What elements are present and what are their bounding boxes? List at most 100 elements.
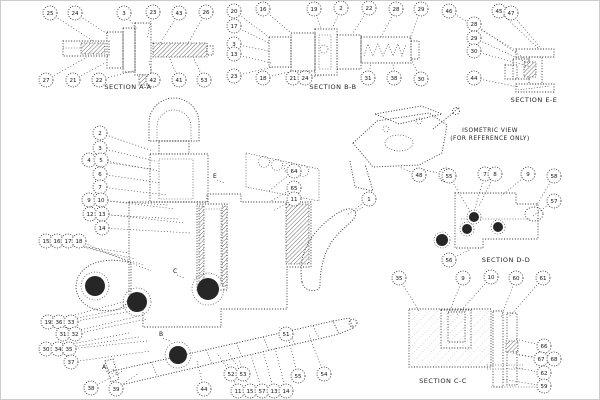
balloon-callout bbox=[466, 70, 482, 86]
balloon-number: 35 bbox=[66, 347, 73, 353]
balloon-number: 9 bbox=[87, 198, 91, 204]
balloon-callout bbox=[316, 366, 332, 382]
part-outline bbox=[158, 158, 194, 200]
balloon-number: 5 bbox=[99, 158, 103, 164]
balloon-callout bbox=[145, 4, 161, 20]
balloon-callout bbox=[196, 381, 212, 397]
part-outline bbox=[492, 310, 504, 388]
part-outline bbox=[515, 48, 555, 58]
part-outline bbox=[156, 109, 192, 141]
balloon-number: 3 bbox=[98, 146, 102, 152]
balloon-callout bbox=[226, 46, 242, 62]
balloon-callout bbox=[520, 166, 536, 182]
balloon-callout bbox=[286, 191, 302, 207]
leader-line bbox=[456, 276, 492, 316]
balloon-callout bbox=[413, 1, 429, 17]
part-outline bbox=[206, 45, 214, 56]
leader-line bbox=[262, 70, 294, 79]
part-outline bbox=[290, 32, 316, 72]
part-outline bbox=[122, 27, 136, 73]
balloon-callout bbox=[483, 269, 499, 285]
part-outline bbox=[104, 358, 120, 383]
balloon-callout bbox=[71, 233, 87, 249]
balloon-callout bbox=[413, 71, 429, 87]
part-edge bbox=[517, 85, 551, 91]
part-outline bbox=[512, 58, 530, 80]
balloon-number: 66 bbox=[541, 344, 548, 350]
balloon-callout bbox=[196, 72, 212, 88]
part-outline bbox=[459, 221, 475, 237]
balloon-number: 59 bbox=[541, 384, 548, 390]
balloon-number: 24 bbox=[302, 76, 309, 82]
balloon-callout bbox=[92, 125, 108, 141]
balloon-number: 37 bbox=[68, 360, 75, 366]
part-outline bbox=[440, 309, 472, 349]
balloon-callout bbox=[171, 72, 187, 88]
balloon-callout bbox=[411, 167, 427, 183]
leader-line bbox=[70, 308, 144, 323]
part-edge bbox=[312, 325, 320, 339]
part-outline bbox=[348, 318, 358, 328]
part-edge bbox=[150, 361, 158, 376]
part-outline bbox=[148, 97, 200, 142]
balloon-number: 20 bbox=[231, 9, 238, 15]
balloon-number: 41 bbox=[176, 78, 183, 84]
balloon-number: 32 bbox=[72, 332, 79, 338]
balloon-callout bbox=[546, 193, 562, 209]
leader-line bbox=[74, 318, 148, 335]
port-hole bbox=[127, 292, 147, 312]
balloon-callout bbox=[255, 70, 271, 86]
balloon-number: 38 bbox=[88, 386, 95, 392]
part-outline bbox=[408, 308, 492, 368]
balloon-callout bbox=[535, 270, 551, 286]
part-outline bbox=[515, 83, 555, 93]
part-outline bbox=[373, 105, 444, 125]
balloon-number: 54 bbox=[321, 372, 328, 378]
balloon-callout bbox=[67, 5, 83, 21]
balloon-number: 67 bbox=[538, 357, 545, 363]
balloon-number: 17 bbox=[65, 239, 72, 245]
leader-line bbox=[216, 352, 232, 375]
balloon-callout bbox=[83, 380, 99, 396]
part-outline bbox=[106, 31, 124, 69]
balloon-callout bbox=[546, 351, 562, 367]
cut-plane-letter: C bbox=[173, 268, 177, 275]
leader-line bbox=[68, 340, 148, 350]
balloon-callout bbox=[290, 368, 306, 384]
leader-line bbox=[70, 350, 152, 363]
part-outline bbox=[158, 140, 190, 155]
balloon-number: 53 bbox=[240, 372, 247, 378]
leader-line bbox=[270, 187, 295, 202]
balloon-number: 12 bbox=[87, 212, 94, 218]
leader-line bbox=[168, 56, 180, 81]
balloon-number: 13 bbox=[231, 52, 238, 58]
balloon-number: 21 bbox=[70, 78, 77, 84]
balloon-number: 29 bbox=[418, 7, 425, 13]
balloon-number: 36 bbox=[56, 320, 63, 326]
leader-line bbox=[101, 227, 192, 234]
part-outline bbox=[128, 193, 312, 328]
balloon-callout bbox=[38, 72, 54, 88]
balloon-number: 22 bbox=[96, 78, 103, 84]
part-outline bbox=[382, 125, 390, 133]
balloon-number: 9 bbox=[461, 276, 465, 282]
leader-line bbox=[448, 10, 518, 52]
cut-plane-letter: E bbox=[213, 173, 217, 180]
balloon-callout bbox=[67, 326, 83, 342]
leader-line bbox=[100, 159, 160, 172]
part-outline bbox=[523, 61, 537, 78]
balloon-number: 3 bbox=[232, 42, 236, 48]
balloon-callout bbox=[108, 381, 124, 397]
balloon-number: 7 bbox=[98, 185, 102, 191]
balloon-number: 13 bbox=[271, 389, 278, 395]
part-outline bbox=[452, 107, 460, 115]
part-edge bbox=[120, 333, 340, 386]
balloon-number: 22 bbox=[366, 6, 373, 12]
part-outline bbox=[319, 44, 329, 54]
part-outline bbox=[318, 34, 332, 70]
leader-line bbox=[47, 300, 128, 323]
balloon-number: 68 bbox=[551, 357, 558, 363]
balloon-number: 23 bbox=[231, 74, 238, 80]
balloon-number: 16 bbox=[260, 7, 267, 13]
